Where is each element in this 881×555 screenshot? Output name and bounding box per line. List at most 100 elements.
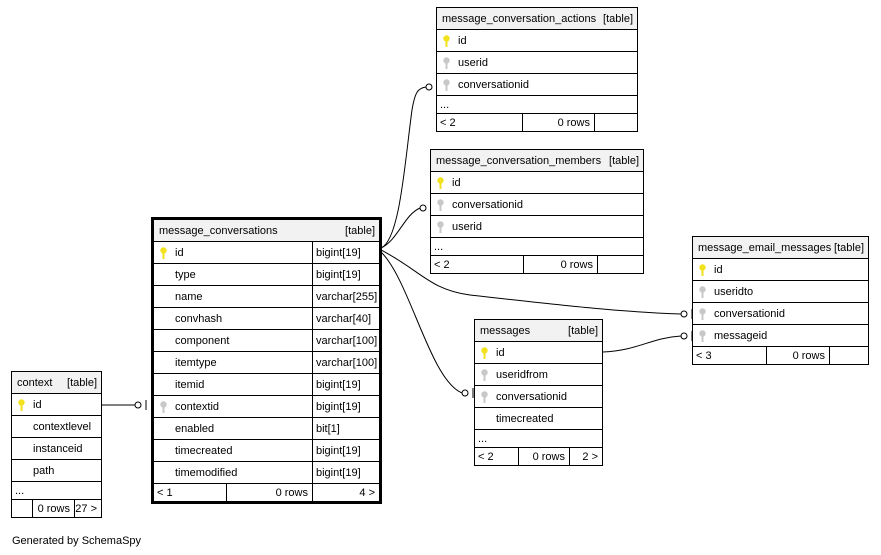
column-name: name <box>175 290 203 303</box>
table-message-conversation-actions[interactable]: message_conversation_actions [table] id … <box>436 7 638 132</box>
ellipsis: ... <box>478 432 488 445</box>
footer-children: 2 > <box>569 448 602 465</box>
edge-end-circle <box>461 389 469 397</box>
edge-message-conversations-to-actions <box>380 86 427 249</box>
column-row: enabled bit[1] <box>154 418 379 440</box>
footer-children: 27 > <box>74 500 101 517</box>
column-row: timemodified bigint[19] <box>154 462 379 484</box>
column-name: timecreated <box>496 412 554 425</box>
table-tag: [table] <box>609 154 639 167</box>
column-name: contextid <box>175 400 220 413</box>
column-type: bigint[19] <box>312 396 379 417</box>
table-message-conversation-members[interactable]: message_conversation_members [table] id … <box>430 149 644 274</box>
foreign-key-icon <box>443 78 450 91</box>
table-message-conversations[interactable]: message_conversations [table] id bigint[… <box>151 217 382 504</box>
column-row: userid <box>431 216 643 238</box>
footer-parents: < 2 <box>440 116 456 129</box>
footer-rows: 0 rows <box>32 500 74 517</box>
foreign-key-icon <box>481 368 488 381</box>
column-row: convhash varchar[40] <box>154 308 379 330</box>
column-name: component <box>175 334 230 347</box>
footer-children <box>597 256 643 273</box>
column-row: contextlevel <box>12 416 101 438</box>
primary-key-icon <box>160 246 167 259</box>
table-tag: [table] <box>603 12 633 25</box>
column-row: component varchar[100] <box>154 330 379 352</box>
primary-key-icon <box>443 34 450 47</box>
table-footer: < 3 0 rows <box>693 347 868 364</box>
column-name: instanceid <box>33 442 83 455</box>
primary-key-icon <box>699 263 706 276</box>
edge-end-circle <box>680 332 688 340</box>
table-tag: [table] <box>834 241 864 254</box>
column-row: id <box>693 259 868 281</box>
ellipsis-row: ... <box>431 238 643 256</box>
column-row: userid <box>437 52 637 74</box>
footer-rows: 0 rows <box>518 448 569 465</box>
column-row: itemid bigint[19] <box>154 374 379 396</box>
column-row: instanceid <box>12 438 101 460</box>
table-name: message_email_messages <box>698 241 832 254</box>
primary-key-icon <box>18 398 25 411</box>
column-name: conversationid <box>496 390 567 403</box>
column-row: conversationid <box>437 74 637 96</box>
column-row: conversationid <box>475 386 602 408</box>
edge-end-circle <box>134 401 142 409</box>
foreign-key-icon <box>481 390 488 403</box>
column-type: varchar[40] <box>312 308 379 329</box>
foreign-key-icon <box>437 220 444 233</box>
table-tag: [table] <box>67 376 97 389</box>
footer-children <box>829 347 868 364</box>
footer-rows: 0 rows <box>523 256 597 273</box>
foreign-key-icon <box>160 400 167 413</box>
column-type: bit[1] <box>312 418 379 439</box>
column-name: timemodified <box>175 466 238 479</box>
ellipsis: ... <box>440 98 450 111</box>
table-header: context [table] <box>12 372 101 394</box>
column-name: id <box>458 34 467 47</box>
table-messages[interactable]: messages [table] id useridfrom conversat… <box>474 319 603 466</box>
column-name: conversationid <box>452 198 523 211</box>
table-tag: [table] <box>345 224 375 237</box>
column-row: timecreated <box>475 408 602 430</box>
column-row: itemtype varchar[100] <box>154 352 379 374</box>
column-row: id <box>12 394 101 416</box>
column-name: enabled <box>175 422 215 435</box>
primary-key-icon <box>437 176 444 189</box>
footer-children: 4 > <box>312 484 379 501</box>
column-row: type bigint[19] <box>154 264 379 286</box>
column-name: useridto <box>714 285 754 298</box>
column-row: id <box>431 172 643 194</box>
table-name: message_conversation_members <box>436 154 602 167</box>
column-type: bigint[19] <box>312 374 379 395</box>
footer-parents: < 2 <box>434 258 450 271</box>
table-name: message_conversations <box>159 224 278 237</box>
table-name: message_conversation_actions <box>442 12 597 25</box>
column-name: path <box>33 464 55 477</box>
column-type: varchar[100] <box>312 352 379 373</box>
footer-parents <box>12 500 32 517</box>
generated-by-note: Generated by SchemaSpy <box>12 535 142 547</box>
column-type: bigint[19] <box>312 242 379 263</box>
edge-end-circle <box>425 83 433 91</box>
column-row: id <box>475 342 602 364</box>
ellipsis-row: ... <box>12 482 101 500</box>
column-name: id <box>452 176 461 189</box>
column-row: conversationid <box>431 194 643 216</box>
table-context[interactable]: context [table] id contextlevel instance… <box>11 371 102 518</box>
column-type: bigint[19] <box>312 264 379 285</box>
column-name: conversationid <box>714 307 785 320</box>
column-row: messageid <box>693 325 868 347</box>
column-row: path <box>12 460 101 482</box>
ellipsis: ... <box>15 484 25 497</box>
table-name: messages <box>480 324 531 337</box>
table-message-email-messages[interactable]: message_email_messages [table] id userid… <box>692 236 869 365</box>
column-name: userid <box>452 220 482 233</box>
foreign-key-icon <box>699 285 706 298</box>
foreign-key-icon <box>443 56 450 69</box>
table-header: messages [table] <box>475 320 602 342</box>
column-name: itemtype <box>175 356 217 369</box>
footer-children <box>594 114 637 131</box>
footer-parents: < 3 <box>696 349 712 362</box>
column-type: bigint[19] <box>312 462 379 483</box>
